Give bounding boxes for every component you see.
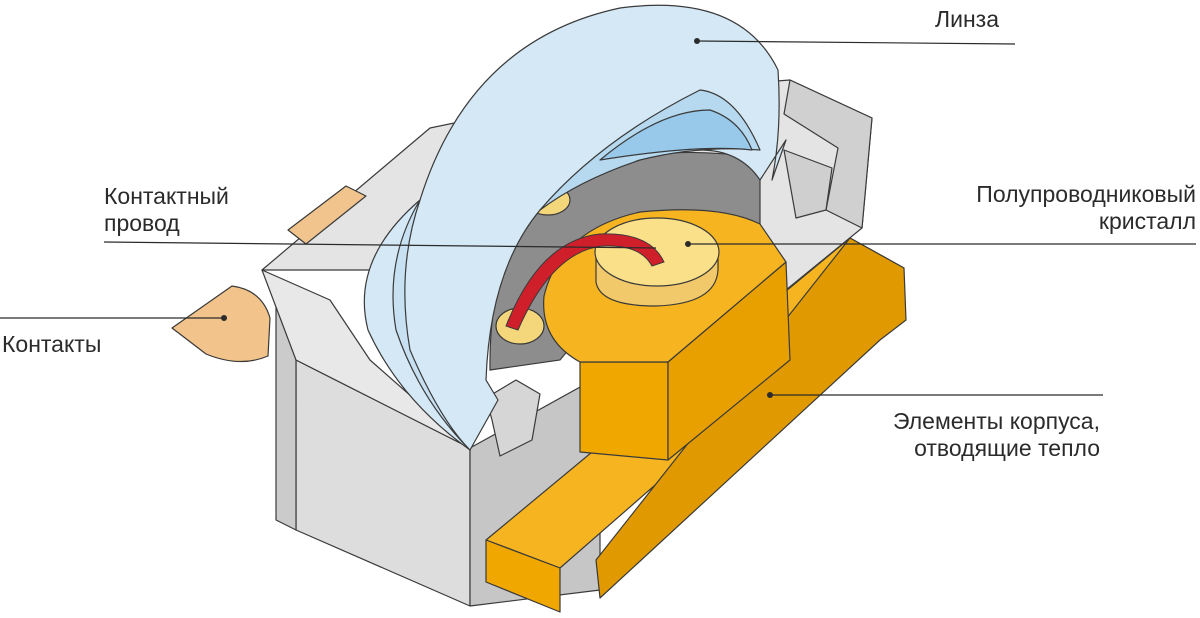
lens-inner-deep — [599, 109, 753, 161]
label-crystal-line1: Полупроводниковый — [976, 181, 1196, 207]
label-heat-line1: Элементы корпуса, — [892, 408, 1100, 434]
leader-wire — [103, 241, 657, 249]
label-contacts: Контакты — [2, 331, 101, 358]
label-contact-wire-line1: Контактный — [104, 183, 229, 209]
heatsink-post-front — [579, 361, 669, 461]
label-contact-wire-line2: провод — [104, 210, 180, 236]
label-crystal-line2: кристалл — [1098, 208, 1196, 234]
label-lens-text: Линза — [935, 6, 999, 32]
contact-wire — [505, 233, 665, 331]
label-lens: Линза — [935, 6, 999, 33]
lens-left-edge — [392, 199, 471, 451]
contacts-group — [171, 185, 367, 363]
housing-notch-right — [783, 149, 833, 219]
housing-groove — [485, 379, 541, 457]
heatsink-group — [485, 209, 907, 613]
heatsink-bar-right — [595, 237, 907, 599]
label-semiconductor-crystal: Полупроводниковый кристалл — [976, 181, 1196, 235]
heatsink-bar-front — [485, 539, 561, 613]
contact-back — [287, 185, 367, 245]
label-heat-dissipating-elements: Элементы корпуса, отводящие тепло — [893, 408, 1100, 462]
leader-lines — [0, 40, 1196, 396]
label-contact-wire: Контактный провод — [104, 183, 229, 237]
lens-group — [363, 4, 787, 451]
label-contacts-text: Контакты — [2, 331, 102, 357]
leader-lens — [696, 40, 1016, 45]
label-heat-line2: отводящие тепло — [914, 435, 1100, 461]
contact-front — [171, 285, 271, 363]
